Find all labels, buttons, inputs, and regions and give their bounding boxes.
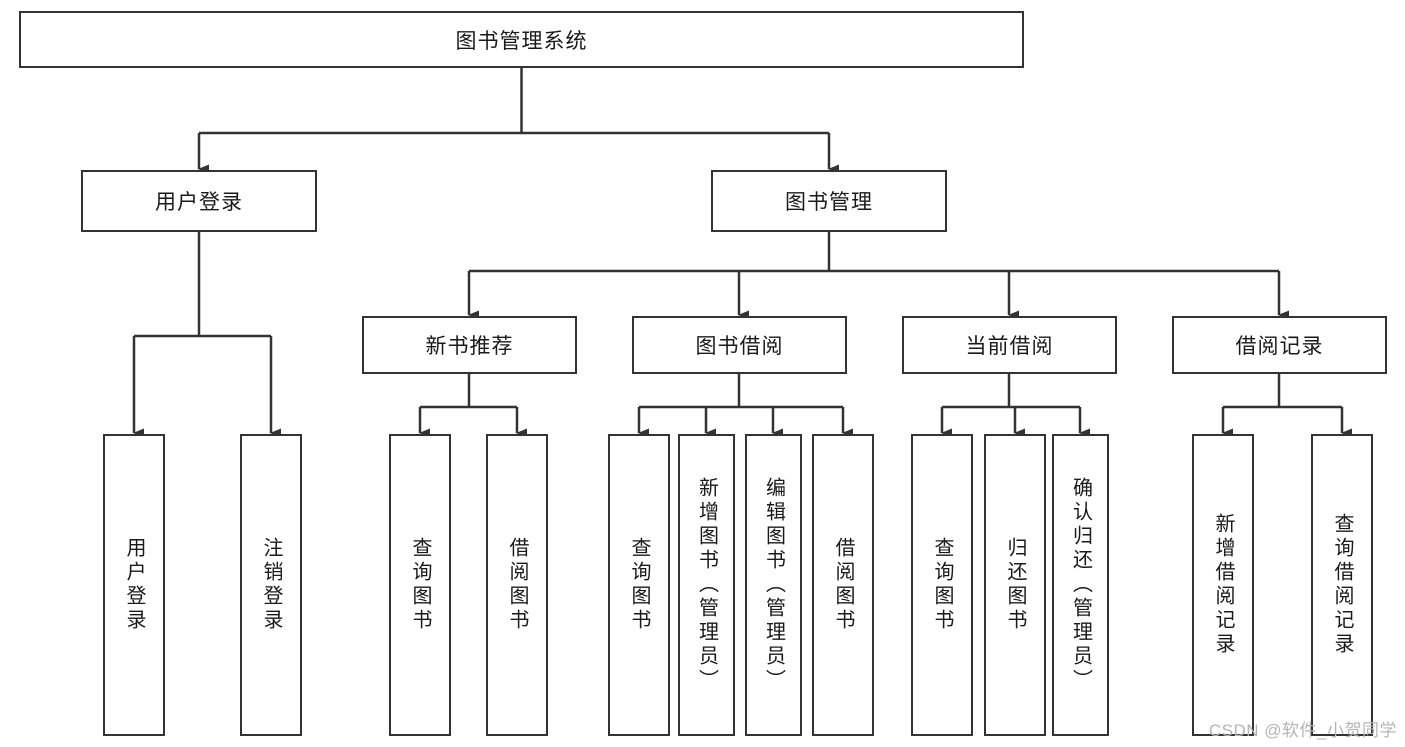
leaf-user-logout-label: 注销登录	[260, 537, 282, 633]
leaf-user-login[interactable]: 用户登录	[103, 434, 165, 736]
node-book-management-label: 图书管理	[785, 191, 873, 214]
leaf-query-book-borrow[interactable]: 查询图书	[608, 434, 670, 736]
leaf-edit-book-admin-label: 编辑图书（管理员）	[762, 477, 785, 693]
leaf-user-logout[interactable]: 注销登录	[240, 434, 302, 736]
leaf-add-borrow-record[interactable]: 新增借阅记录	[1192, 434, 1254, 736]
leaf-query-book-borrow-label: 查询图书	[628, 537, 650, 633]
node-borrow-record[interactable]: 借阅记录	[1172, 316, 1387, 374]
node-root-book-management-system[interactable]: 图书管理系统	[19, 11, 1024, 68]
leaf-add-borrow-record-label: 新增借阅记录	[1212, 513, 1234, 657]
node-user-login[interactable]: 用户登录	[81, 170, 317, 232]
node-book-borrow-label: 图书借阅	[695, 335, 784, 358]
node-new-book-recommend-label: 新书推荐	[425, 335, 514, 358]
node-current-borrow[interactable]: 当前借阅	[902, 316, 1117, 374]
leaf-query-book-current-label: 查询图书	[931, 537, 953, 633]
leaf-return-book[interactable]: 归还图书	[984, 434, 1046, 736]
leaf-query-borrow-record-label: 查询借阅记录	[1331, 513, 1353, 657]
leaf-return-book-label: 归还图书	[1004, 537, 1026, 633]
node-user-login-label: 用户登录	[155, 191, 243, 214]
leaf-add-book-admin-label: 新增图书（管理员）	[695, 477, 718, 693]
csdn-watermark: CSDN @软件_小贺同学	[1208, 721, 1397, 740]
node-book-management[interactable]: 图书管理	[711, 170, 947, 232]
leaf-borrow-book-recommend[interactable]: 借阅图书	[486, 434, 548, 736]
node-root-label: 图书管理系统	[455, 29, 588, 53]
edge-group	[132, 68, 1352, 438]
leaf-query-borrow-record[interactable]: 查询借阅记录	[1311, 434, 1373, 736]
leaf-confirm-return-admin[interactable]: 确认归还（管理员）	[1052, 434, 1109, 736]
leaf-query-book-current[interactable]: 查询图书	[911, 434, 973, 736]
leaf-borrow-book-borrow-label: 借阅图书	[832, 537, 854, 633]
leaf-confirm-return-admin-label: 确认归还（管理员）	[1069, 477, 1092, 693]
leaf-query-book-recommend[interactable]: 查询图书	[389, 434, 451, 736]
leaf-edit-book-admin[interactable]: 编辑图书（管理员）	[745, 434, 802, 736]
node-new-book-recommend[interactable]: 新书推荐	[362, 316, 577, 374]
leaf-add-book-admin[interactable]: 新增图书（管理员）	[678, 434, 735, 736]
leaf-borrow-book-borrow[interactable]: 借阅图书	[812, 434, 874, 736]
node-current-borrow-label: 当前借阅	[965, 335, 1054, 358]
node-borrow-record-label: 借阅记录	[1235, 335, 1324, 358]
leaf-query-book-recommend-label: 查询图书	[409, 537, 431, 633]
leaf-borrow-book-recommend-label: 借阅图书	[506, 537, 528, 633]
node-book-borrow[interactable]: 图书借阅	[632, 316, 847, 374]
leaf-user-login-label: 用户登录	[123, 537, 145, 633]
